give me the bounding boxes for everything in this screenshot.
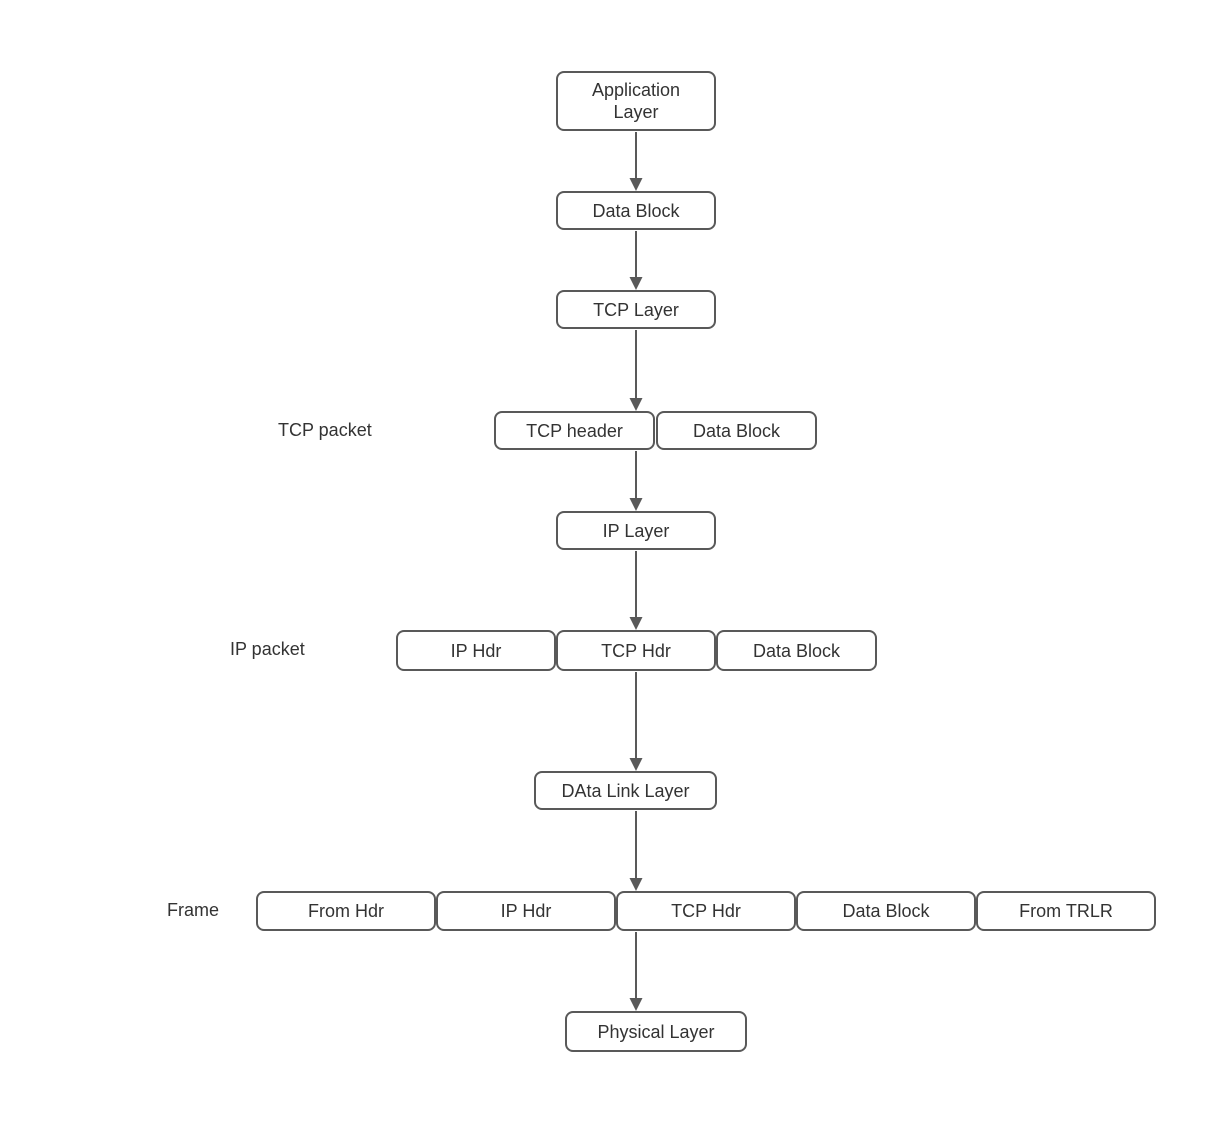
node-data-block-1: Data Block (556, 191, 716, 230)
node-frame-ip-hdr: IP Hdr (436, 891, 616, 931)
node-physical-layer: Physical Layer (565, 1011, 747, 1052)
node-tcp-hdr: TCP Hdr (556, 630, 716, 671)
node-tcp-layer: TCP Layer (556, 290, 716, 329)
node-tcp-header: TCP header (494, 411, 655, 450)
node-frame-data-block: Data Block (796, 891, 976, 931)
flow-arrow-4 (629, 451, 643, 511)
label-tcp-packet: TCP packet (278, 420, 372, 440)
node-frame-from-trlr: From TRLR (976, 891, 1156, 931)
node-ip-layer: IP Layer (556, 511, 716, 550)
flow-arrow-8 (629, 932, 643, 1011)
node-data-block-3: Data Block (716, 630, 877, 671)
node-data-link-layer: DAta Link Layer (534, 771, 717, 810)
node-frame-tcp-hdr: TCP Hdr (616, 891, 796, 931)
node-application-layer: Application Layer (556, 71, 716, 131)
flow-arrow-6 (629, 672, 643, 771)
flow-arrow-2 (629, 231, 643, 290)
label-ip-packet: IP packet (230, 639, 305, 659)
node-data-block-2: Data Block (656, 411, 817, 450)
flow-arrow-3 (629, 330, 643, 411)
flow-arrow-1 (629, 132, 643, 191)
node-frame-from-hdr: From Hdr (256, 891, 436, 931)
flow-arrow-7 (629, 811, 643, 891)
node-ip-hdr: IP Hdr (396, 630, 556, 671)
flow-arrow-5 (629, 551, 643, 630)
label-frame: Frame (167, 900, 220, 920)
